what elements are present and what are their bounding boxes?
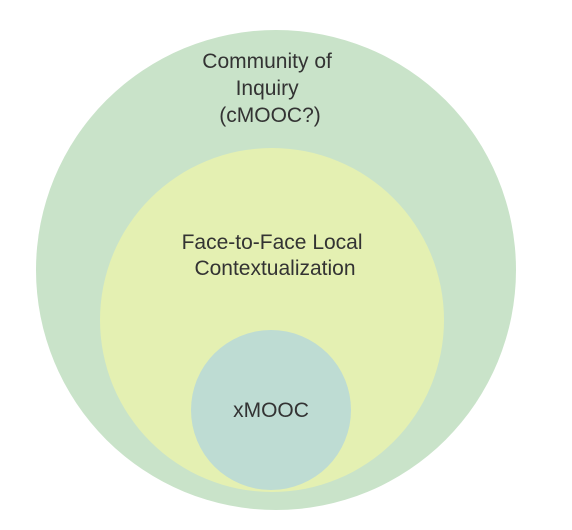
xmooc-circle [191,330,351,490]
face-to-face-label-line: Face-to-Face Local [182,231,363,254]
community-of-inquiry-label-line: (cMOOC?) [219,104,321,127]
xmooc-label-line: xMOOC [233,399,309,422]
community-of-inquiry-label: Community of Inquiry (cMOOC?) [202,50,337,127]
community-of-inquiry-label-line: Inquiry [236,77,300,100]
xmooc-label: xMOOC [233,399,309,422]
face-to-face-circle [100,148,444,492]
community-of-inquiry-label-line: Community of [202,50,332,73]
face-to-face-label-line: Contextualization [194,257,355,280]
face-to-face-label: Face-to-Face Local Contextualization [182,231,369,280]
